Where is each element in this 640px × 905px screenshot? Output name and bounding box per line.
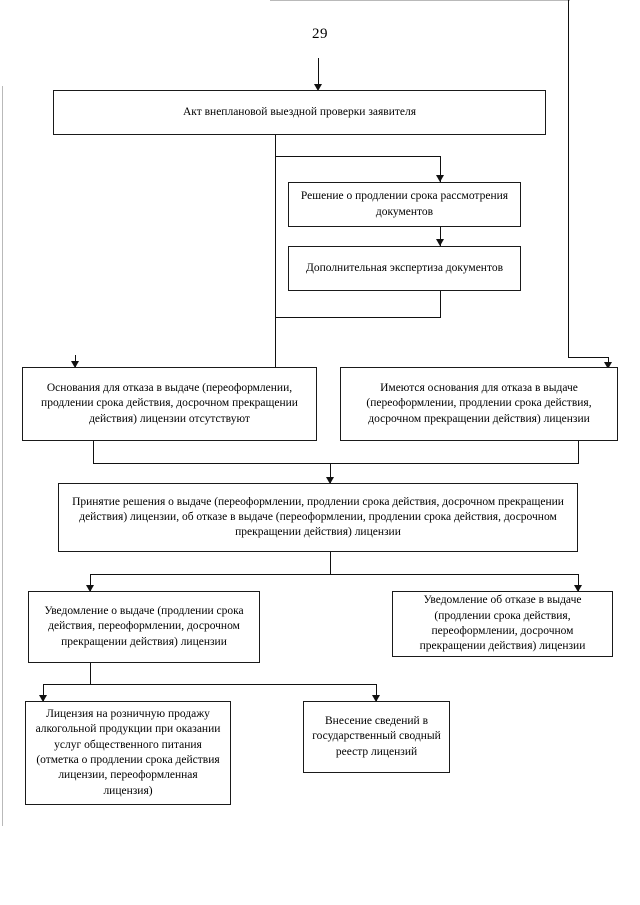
node-registry-entry-label: Внесение сведений в государственный свод… bbox=[312, 715, 441, 758]
node-additional-expertise[interactable]: Дополнительная экспертиза документов bbox=[288, 246, 521, 291]
node-has-grounds-refusal-label: Имеются основания для отказа в выдаче (п… bbox=[366, 382, 592, 425]
node-registry-entry[interactable]: Внесение сведений в государственный свод… bbox=[303, 701, 450, 773]
connector-right-trunk bbox=[568, 0, 569, 357]
connector-into-act bbox=[318, 58, 319, 86]
node-no-grounds-refusal-label: Основания для отказа в выдаче (переоформ… bbox=[41, 382, 298, 425]
node-license-retail[interactable]: Лицензия на розничную продажу алкогольно… bbox=[25, 701, 231, 805]
arrowhead-into-decision-issue bbox=[326, 477, 334, 484]
connector-registry-drop bbox=[376, 684, 377, 701]
node-no-grounds-refusal[interactable]: Основания для отказа в выдаче (переоформ… bbox=[22, 367, 317, 441]
connector-has-grounds-out bbox=[578, 441, 579, 463]
scan-edge-top bbox=[270, 0, 570, 1]
connector-notice-refusal-drop bbox=[578, 574, 579, 591]
node-notice-issue[interactable]: Уведомление о выдаче (продлении срока де… bbox=[28, 591, 260, 663]
arrowhead-into-notice-issue bbox=[86, 585, 94, 592]
node-act[interactable]: Акт внеплановой выездной проверки заявит… bbox=[53, 90, 546, 135]
node-decision-extend-label: Решение о продлении срока рассмотрения д… bbox=[300, 190, 509, 218]
scan-edge-left bbox=[2, 86, 3, 826]
connector-license-drop bbox=[43, 684, 44, 701]
page-number: 29 bbox=[312, 26, 328, 42]
arrowhead-into-act bbox=[314, 84, 322, 91]
connector-right-trunk-jog bbox=[568, 357, 609, 358]
node-notice-issue-label: Уведомление о выдаче (продлении срока де… bbox=[44, 605, 244, 648]
arrowhead-into-notice-refusal bbox=[574, 585, 582, 592]
connector-split-bus bbox=[90, 574, 579, 575]
node-has-grounds-refusal[interactable]: Имеются основания для отказа в выдаче (п… bbox=[340, 367, 618, 441]
node-license-retail-label: Лицензия на розничную продажу алкогольно… bbox=[35, 708, 221, 797]
node-act-label: Акт внеплановой выездной проверки заявит… bbox=[182, 105, 417, 118]
arrowhead-into-no-grounds bbox=[71, 361, 79, 368]
node-notice-refusal[interactable]: Уведомление об отказе в выдаче (продлени… bbox=[392, 591, 613, 657]
node-decision-extend[interactable]: Решение о продлении срока рассмотрения д… bbox=[288, 182, 521, 227]
arrowhead-into-has-grounds bbox=[604, 362, 612, 369]
connector-merge-drop bbox=[330, 463, 331, 483]
arrowhead-into-expertise bbox=[436, 239, 444, 246]
connector-extend-to-expertise bbox=[440, 227, 441, 246]
node-decision-issue-label: Принятие решения о выдаче (переоформлени… bbox=[72, 495, 564, 539]
connector-bottom-bus bbox=[43, 684, 376, 685]
connector-extend-drop bbox=[440, 156, 441, 182]
node-notice-refusal-label: Уведомление об отказе в выдаче (продлени… bbox=[419, 594, 586, 653]
connector-merge-bus bbox=[93, 463, 579, 464]
connector-no-grounds-out bbox=[93, 441, 94, 463]
node-additional-expertise-label: Дополнительная экспертиза документов bbox=[305, 261, 504, 274]
arrowhead-into-registry-entry bbox=[372, 695, 380, 702]
arrowhead-into-license-retail bbox=[39, 695, 47, 702]
connector-notice-issue-out bbox=[90, 663, 91, 684]
connector-expertise-down bbox=[440, 291, 441, 317]
arrowhead-into-decision-extend bbox=[436, 175, 444, 182]
connector-act-down bbox=[275, 135, 276, 367]
connector-act-to-extend bbox=[275, 156, 440, 157]
node-decision-issue[interactable]: Принятие решения о выдаче (переоформлени… bbox=[58, 483, 578, 552]
connector-expertise-to-trunk bbox=[275, 317, 441, 318]
connector-notice-issue-drop bbox=[90, 574, 91, 591]
connector-decision-out bbox=[330, 552, 331, 574]
